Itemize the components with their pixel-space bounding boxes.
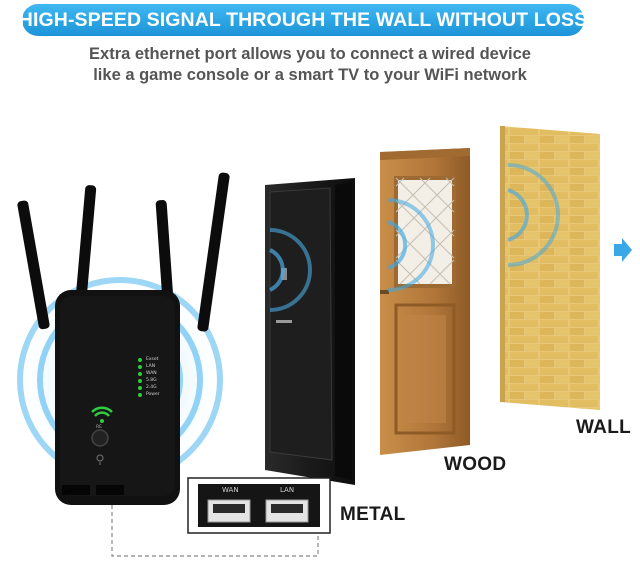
port-label-wan: WAN	[222, 486, 239, 494]
label-wood: WOOD	[444, 454, 507, 475]
status-leds	[138, 358, 142, 397]
led-label-24g: 2.4G	[146, 385, 157, 390]
re-button	[91, 429, 109, 447]
led-label-5g: 5.8G	[146, 378, 157, 383]
label-wall: WALL	[576, 417, 632, 438]
led-label-exset: Exset	[146, 357, 159, 362]
headline-banner: HIGH-SPEED SIGNAL THROUGH THE WALL WITHO…	[18, 4, 588, 36]
arrow-right-icon	[614, 238, 632, 262]
bulb-icon	[96, 454, 104, 465]
wifi-icon	[91, 406, 113, 423]
subtitle-line-2: like a game console or a smart TV to you…	[93, 66, 527, 84]
headline-text: HIGH-SPEED SIGNAL THROUGH THE WALL WITHO…	[18, 8, 588, 31]
wifi-extender	[17, 172, 230, 505]
re-button-label: RE	[96, 425, 102, 430]
subtitle-line-1: Extra ethernet port allows you to connec…	[89, 45, 531, 63]
port-label-lan: LAN	[280, 486, 295, 494]
label-metal: METAL	[340, 504, 406, 525]
led-label-lan: LAN	[146, 364, 156, 369]
ethernet-port-panel	[187, 477, 331, 534]
metal-door	[265, 178, 355, 485]
led-label-wan: WAN	[146, 371, 157, 376]
wood-door	[380, 148, 470, 455]
ethernet-connector-line	[111, 505, 319, 557]
led-label-power: Power	[146, 392, 160, 397]
brick-wall	[500, 126, 600, 410]
subtitle: Extra ethernet port allows you to connec…	[0, 44, 620, 86]
